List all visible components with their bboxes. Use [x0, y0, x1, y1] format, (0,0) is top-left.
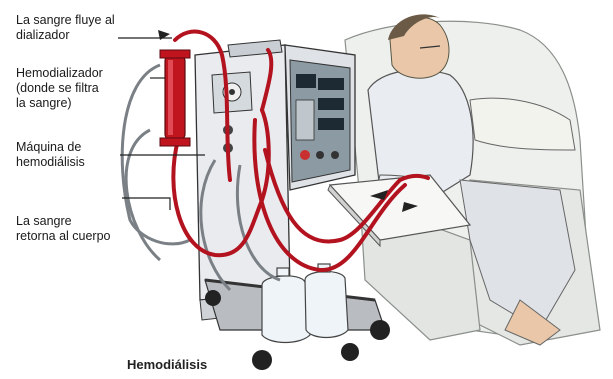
label-machine: Máquina de hemodiálisis: [16, 140, 85, 170]
label-line: Máquina de: [16, 140, 85, 155]
label-line: dializador: [16, 28, 115, 43]
label-line: retorna al cuerpo: [16, 229, 111, 244]
label-line: La sangre fluye al: [16, 13, 115, 28]
label-blood-returns: La sangre retorna al cuerpo: [16, 214, 111, 244]
label-line: Hemodializador: [16, 66, 103, 81]
pointer-lines: [118, 38, 205, 210]
label-line: la sangre): [16, 96, 103, 111]
label-hemodialyzer: Hemodializador (donde se filtra la sangr…: [16, 66, 103, 111]
hemodialyzer: [160, 50, 190, 146]
caption: Hemodiálisis: [127, 357, 207, 372]
label-blood-to-dialyzer: La sangre fluye al dializador: [16, 13, 115, 43]
label-line: (donde se filtra: [16, 81, 103, 96]
label-line: La sangre: [16, 214, 111, 229]
label-line: hemodiálisis: [16, 155, 85, 170]
